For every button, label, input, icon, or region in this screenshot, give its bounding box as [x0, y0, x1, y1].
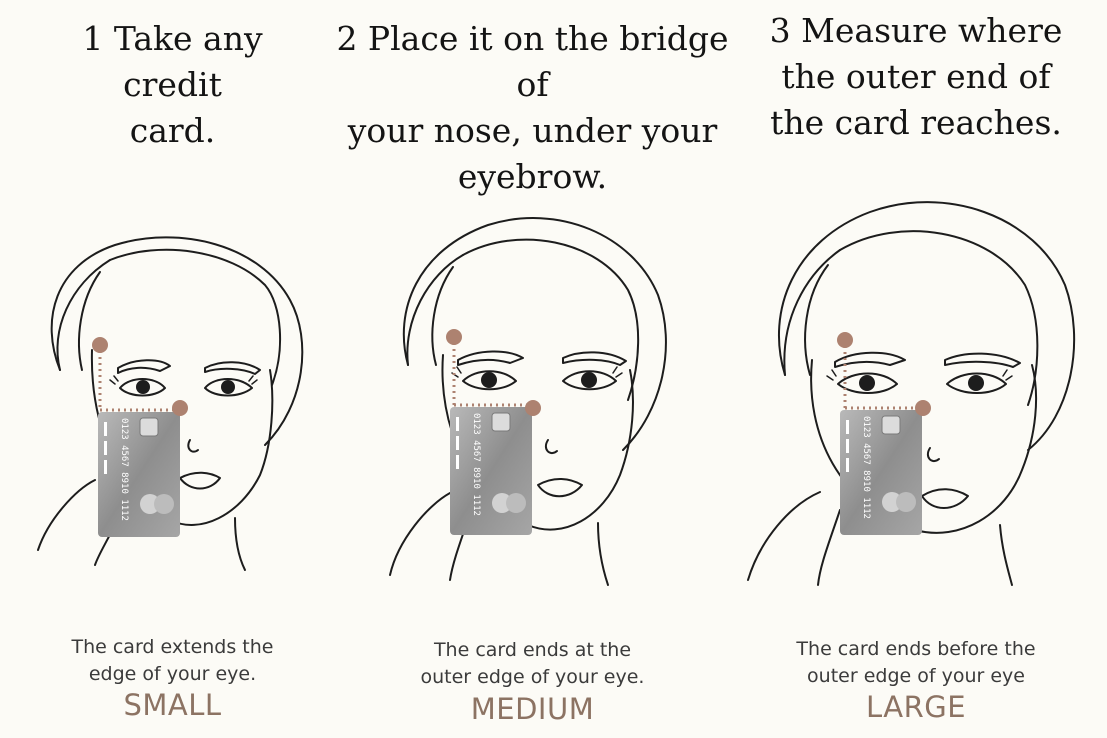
step-description: The card ends before the outer edge of y… — [740, 636, 1092, 690]
step-title: 2 Place it on the bridge of your nose, u… — [330, 16, 735, 200]
measure-dot-end — [525, 400, 541, 416]
step-title-line: the outer end of — [781, 57, 1051, 96]
face-illustration-small: 0123 4567 8910 1112 — [37, 236, 304, 571]
size-label: SMALL — [123, 688, 222, 722]
measure-dot-end — [915, 400, 931, 416]
step-title-line: 2 Place it on the bridge of — [336, 19, 729, 104]
step-description-line: The card ends before the — [796, 638, 1036, 660]
step-title-line: the card reaches. — [770, 103, 1062, 142]
face-illustration-medium: 0123 4567 8910 1112 — [389, 217, 667, 586]
measure-dot-top — [92, 337, 108, 353]
step-title: 3 Measure where the outer end of the car… — [740, 8, 1092, 146]
step-title-line: 3 Measure where — [769, 11, 1063, 50]
step-title-line: credit — [123, 65, 222, 104]
step-description: The card ends at the outer edge of your … — [330, 637, 735, 691]
step-title-line: your nose, under your — [347, 111, 718, 150]
step-description-line: edge of your eye. — [88, 663, 257, 685]
step-title-line: eyebrow. — [457, 157, 608, 196]
measure-dot-top — [837, 332, 853, 348]
measure-dot-top — [446, 329, 462, 345]
step-description: The card extends the edge of your eye. — [20, 634, 325, 688]
step-description-line: The card ends at the — [433, 639, 632, 661]
size-label: LARGE — [865, 690, 967, 724]
step-description-line: outer edge of your eye — [807, 665, 1025, 687]
step-title-line: 1 Take any — [82, 19, 263, 58]
face-illustration-large: 0123 4567 8910 1112 — [747, 201, 1076, 586]
size-label: MEDIUM — [470, 692, 595, 726]
step-title-line: card. — [129, 111, 216, 150]
step-description-line: outer edge of your eye. — [420, 666, 645, 688]
step-small: 1 Take any credit card. — [20, 0, 325, 738]
card-number: 0123 4567 8910 1112 — [471, 413, 481, 516]
step-title: 1 Take any credit card. — [20, 16, 325, 154]
step-large: 3 Measure where the outer end of the car… — [740, 0, 1092, 738]
credit-card — [840, 410, 922, 535]
measure-dot-end — [172, 400, 188, 416]
step-medium: 2 Place it on the bridge of your nose, u… — [330, 0, 735, 738]
card-number: 0123 4567 8910 1112 — [861, 416, 871, 519]
card-number: 0123 4567 8910 1112 — [119, 418, 129, 521]
credit-card — [98, 412, 180, 537]
credit-card — [450, 407, 532, 535]
step-description-line: The card extends the — [71, 636, 274, 658]
